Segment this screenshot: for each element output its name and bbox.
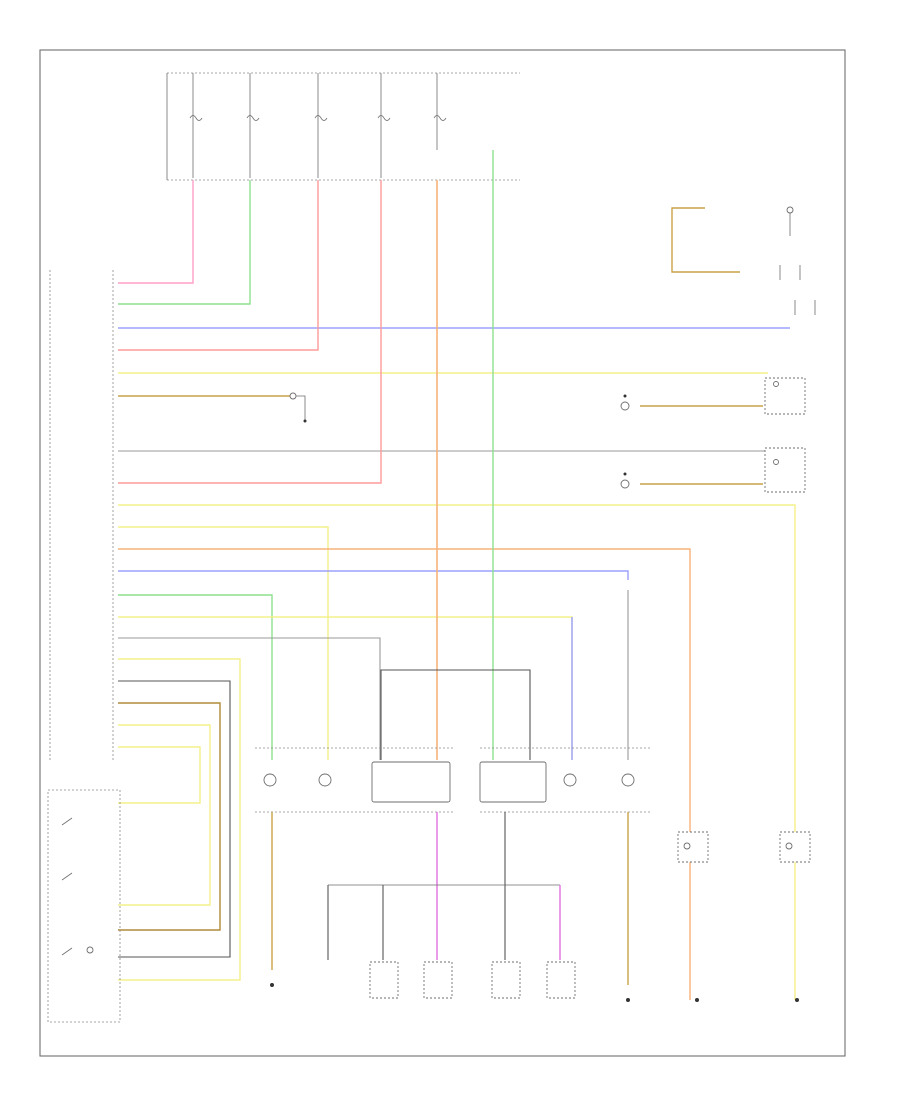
light-control-switch [47, 789, 121, 1023]
wire-red-2 [118, 180, 382, 484]
right-lamp-box-2 [764, 447, 806, 493]
fuse-box [166, 72, 520, 181]
wire-black-2 [380, 669, 531, 760]
wire-brown-1 [118, 702, 221, 931]
lower-box-3 [491, 961, 521, 999]
top-right-switch [779, 206, 816, 315]
right-lamp-box-1 [764, 377, 806, 415]
wire-blue-2 [118, 570, 629, 580]
front-turn-lamp-right [779, 831, 811, 863]
wire-olive-topright [671, 207, 740, 273]
wire-gray-2 [118, 637, 381, 760]
wire-harness [118, 150, 796, 1000]
side-sensor-right-2 [620, 472, 630, 489]
lower-box-4 [546, 961, 576, 999]
wire-yellow-5 [118, 724, 211, 906]
fuse-2 [246, 73, 260, 178]
wire-black-1 [118, 680, 231, 958]
front-turn-lamp-left [677, 831, 709, 863]
left-headlamp [263, 761, 451, 803]
wire-pink [118, 180, 194, 284]
ground-symbols [270, 983, 799, 1002]
side-sensor-right-1 [620, 394, 630, 411]
side-sensor-left [289, 392, 307, 423]
diagram-border [39, 49, 846, 1057]
fuse-4 [377, 73, 391, 178]
lower-box-1 [369, 961, 399, 999]
wire-yellowgreen [118, 526, 329, 760]
wire-green-2 [118, 594, 273, 760]
wire-green [118, 180, 251, 305]
wire-red-1 [118, 180, 319, 351]
fuse-1 [189, 73, 203, 178]
wire-yellow-6 [118, 746, 201, 804]
right-headlamp [479, 761, 635, 803]
fuse-3 [314, 73, 328, 178]
lower-box-2 [423, 961, 453, 999]
wire-yellow-4 [118, 658, 241, 981]
fuse-5 [433, 73, 447, 150]
